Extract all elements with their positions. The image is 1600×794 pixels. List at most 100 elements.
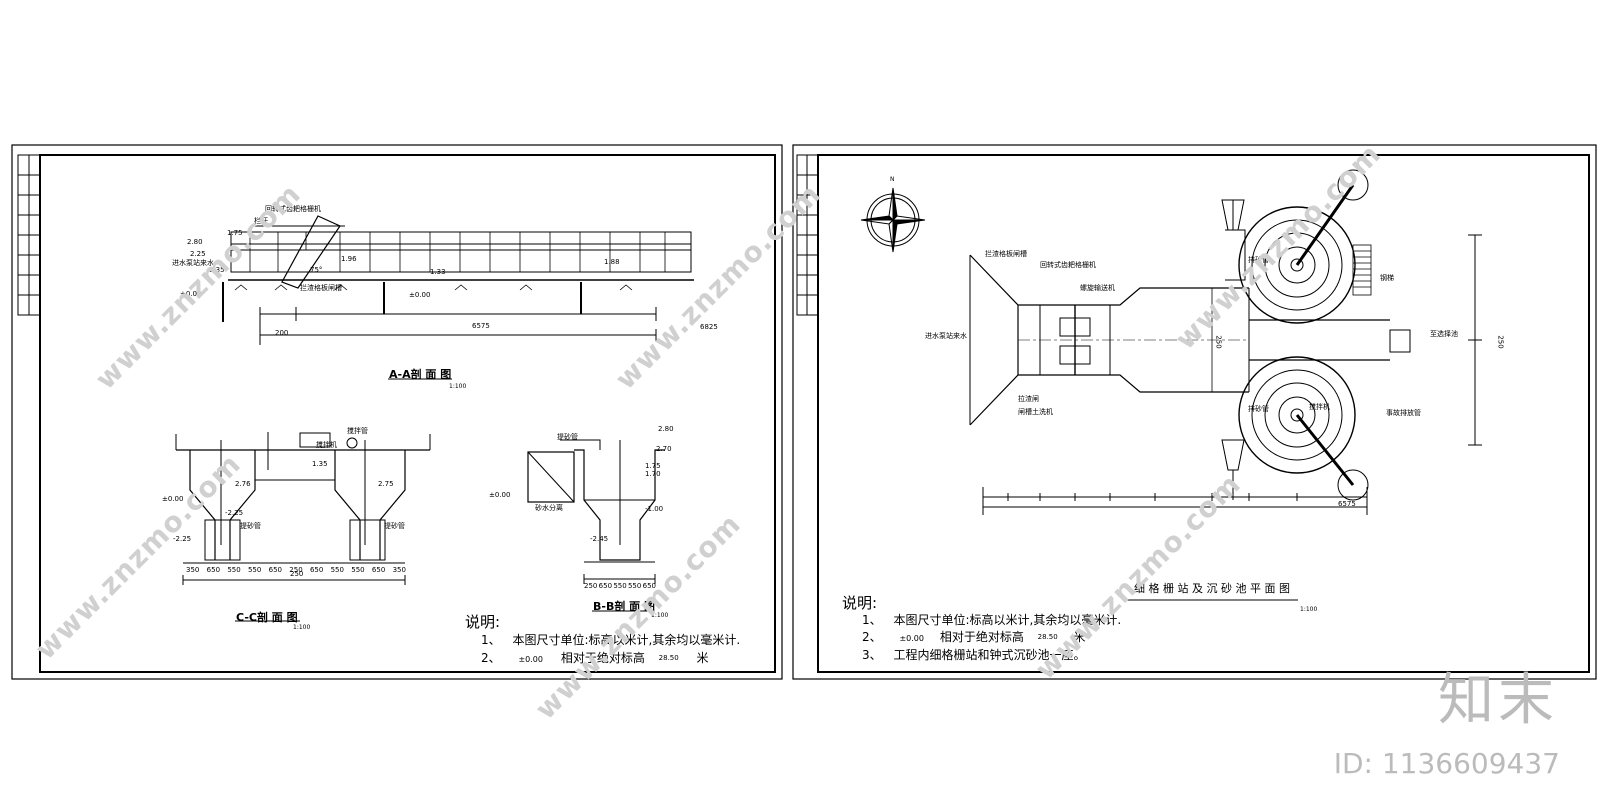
note-index: 2、 [481,651,501,665]
plan-label-drain: 事故排放管 [1386,409,1421,417]
note-text: 工程内细格栅站和钟式沉砂池一座。 [893,648,1086,662]
north-label: N [890,176,895,183]
plan-label-mixer: 搅拌机 [1309,403,1330,411]
note-index: 3、 [862,648,882,662]
bb-elev4: 1.70 [645,470,661,478]
note-text: 28.50 [1037,633,1058,641]
cc-elev3: 2.75 [378,480,394,488]
plan-label-out: 至选择池 [1430,330,1458,338]
cc-label-sand2: 提砂管 [384,522,405,530]
sheet2-notes: 说明: 1、 本图尺寸单位:标高以米计,其余均以毫米计. 2、 ±0.00 相对… [842,595,1121,664]
notes-heading: 说明: [465,613,501,631]
cc-elev6: -2.25 [225,509,244,517]
aa-label-plate: 拦渣格板闸槽 [300,284,342,292]
bb-label-pipe: 提砂管 [557,433,578,441]
cc-label-mixer: 搅拌机 [316,441,337,449]
plan-title: 细 格 栅 站 及 沉 砂 池 平 面 图 [1134,582,1290,595]
notes-heading: 说明: [842,594,878,612]
aa-elev-f: ±0.00 [180,290,202,298]
sheet2-inner-border [817,154,1590,673]
cc-dim: 650 [268,566,282,574]
sheet-1 [11,144,783,680]
note-2: 2、 ±0.00 相对于绝对标高 28.50 米 [465,649,740,669]
id-watermark: ID: 1136609437 [1333,747,1560,780]
plan-channel [969,254,1411,426]
bb-dim: 550 [627,582,642,590]
cc-elev1: ±0.00 [162,495,184,503]
aa-angle: 75° [310,266,323,274]
aa-elev-g: ±0.00 [409,291,431,299]
aa-elev-d: 1.96 [341,255,357,263]
plan-dim-bottom: 6575 [1338,500,1356,508]
aa-elev-top: 2.80 [187,238,203,246]
plan-dim-right: 250 [1496,335,1505,349]
plan-label-plate: 拦渣格板闸槽 [985,250,1027,258]
cc-elev4: 1.35 [312,460,328,468]
cc-dim: 650 [206,566,221,574]
bb-dim: 250 [584,582,598,590]
aa-title: A-A剖 面 图 [389,368,452,381]
cc-dims: 350 650 550 550 650 250 650 550 550 650 … [186,566,406,574]
cc-elev2: 2.76 [235,480,251,488]
note-text: ±0.00 [899,634,924,643]
plan-label-inlet: 进水泵站来水 [925,332,967,340]
sheet1-outer-border [11,144,783,680]
note-index: 1、 [481,633,501,647]
note-1: 1、 本图尺寸单位:标高以米计,其余均以毫米计. [842,612,1121,629]
aa-dim1: 200 [275,329,289,337]
aa-dim2: 6575 [472,322,490,330]
sheet2-outer-border [792,144,1597,680]
aa-dim3: 6825 [700,323,718,331]
bb-elev2: 2.70 [656,445,672,453]
sheet-2 [792,144,1597,680]
bb-elev6: -2.45 [590,535,609,543]
bb-dims: 250 650 550 550 650 [584,582,656,590]
aa-elev-h: 1.33 [430,268,446,276]
steel-stair [1352,244,1372,296]
cc-dim: 350 [186,566,200,574]
note-text: 相对于绝对标高 [939,630,1024,644]
note-text: 本图尺寸单位:标高以米计,其余均以毫米计. [512,633,741,647]
plan-label-stair: 钢梯 [1380,274,1394,282]
bb-scale: 1:100 [651,612,669,619]
sheet2-side-strip [796,154,819,316]
note-3: 3、 工程内细格栅站和钟式沉砂池一座。 [842,647,1121,664]
aa-elev-b: 1.75 [227,229,243,237]
bb-section [527,439,665,584]
plan-label-conveyor: 螺旋输送机 [1080,284,1115,292]
plan-label-machine: 回转式齿耙格栅机 [1040,261,1096,269]
aa-elev-a: 2.25 [190,250,206,258]
plan-bottom-dimension [982,487,1368,515]
aa-label-machine: 回转式齿耙格栅机 [265,205,321,213]
plan-dim-mid: 250 [1214,335,1223,349]
aa-scale: 1:100 [449,383,467,390]
note-text: ±0.00 [518,655,543,664]
cc-dim: 350 [392,566,406,574]
cc-label-sand: 提砂管 [240,522,261,530]
note-text: 相对于绝对标高 [560,651,645,665]
cc-dim: 550 [227,566,241,574]
bb-elev7: -1.00 [645,505,664,513]
note-2: 2、 ±0.00 相对于绝对标高 28.50 米 [842,629,1121,647]
cc-dim: 650 [371,566,386,574]
note-1: 1、 本图尺寸单位:标高以米计,其余均以毫米计. [465,631,740,649]
note-index: 2、 [862,630,882,644]
plan-right-dimension [1468,234,1482,446]
cc-elev5: -2.25 [173,535,192,543]
cc-section [175,432,431,585]
bb-title: B-B剖 面 图 [593,600,655,613]
cc-dim: 250 [289,566,303,574]
sheet1-notes: 说明: 1、 本图尺寸单位:标高以米计,其余均以毫米计. 2、 ±0.00 相对… [465,613,740,669]
aa-elev-e: 1.88 [604,258,620,266]
grit-chamber-bottom [1221,356,1369,501]
plan-label-gate2: 闸槽土洗机 [1018,408,1053,416]
aa-label-inlet: 进水泵站来水 [172,259,214,267]
cc-dim-mid: 250 [290,570,304,578]
bb-elev5: ±0.00 [489,491,511,499]
bb-elev3: 1.75 [645,462,661,470]
note-text: 28.50 [658,654,679,662]
aa-label-rail: 栏杆 [254,217,268,225]
bb-dim: 550 [613,582,627,590]
